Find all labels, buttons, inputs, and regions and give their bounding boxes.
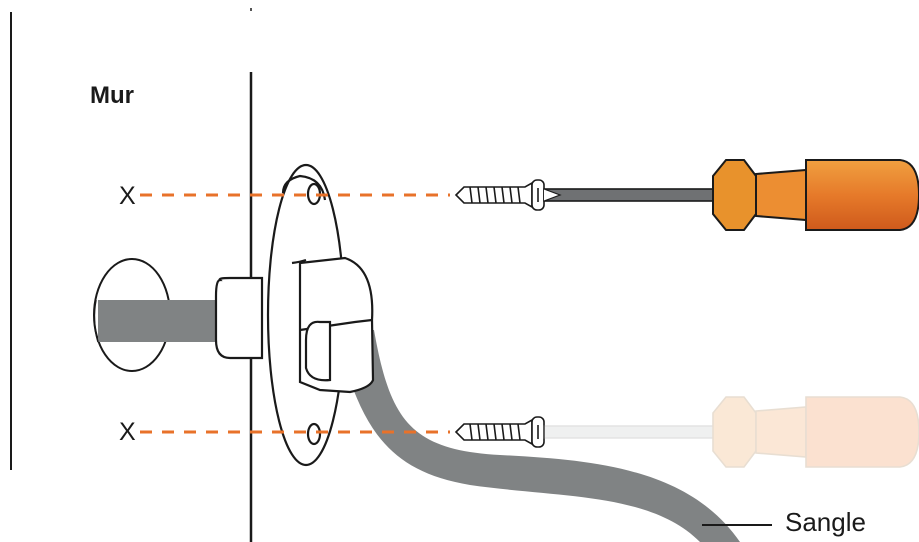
strap-label: Sangle xyxy=(785,507,866,537)
mark-top-label: X xyxy=(119,182,136,210)
strap xyxy=(93,258,740,542)
screwdriver-ghost-icon xyxy=(543,396,919,468)
wall-label: Mur xyxy=(90,82,134,109)
screwdriver-icon xyxy=(543,159,919,231)
screw-icon-top xyxy=(454,179,545,211)
mark-bottom-label: X xyxy=(119,418,136,446)
screw-icon-bottom xyxy=(454,416,545,448)
wall-anchor-bracket-icon xyxy=(214,163,375,467)
drill-guide-lines xyxy=(140,193,450,434)
